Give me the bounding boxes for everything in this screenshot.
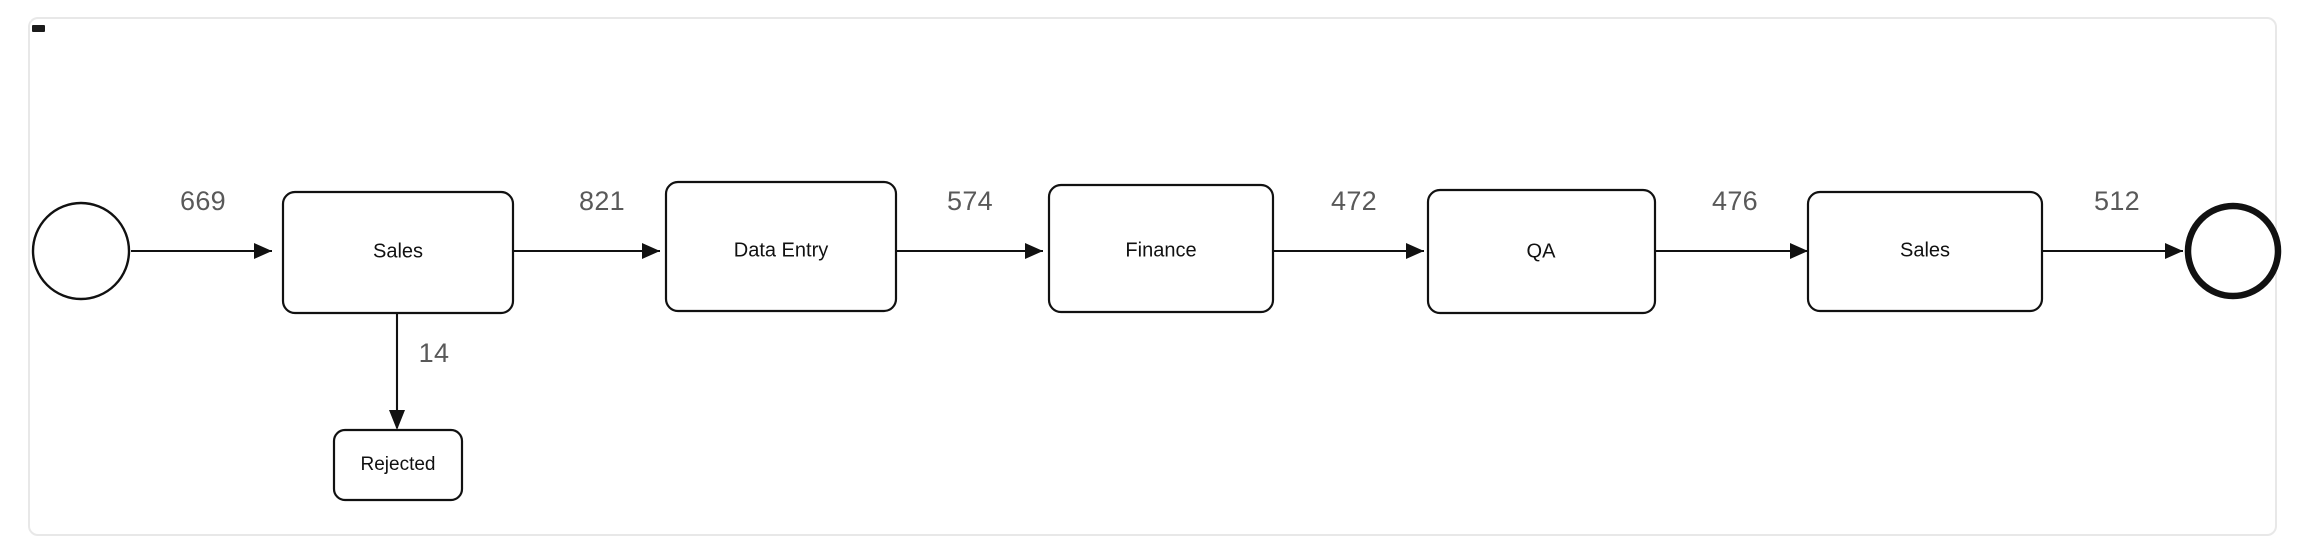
node-data-entry-label: Data Entry — [734, 239, 828, 261]
edge-sales1-to-rejected: 14 — [389, 313, 449, 430]
node-rejected-label: Rejected — [361, 454, 436, 475]
start-event-circle[interactable] — [31, 201, 131, 301]
edge-label-e3: 574 — [947, 186, 993, 216]
node-end-event[interactable] — [2184, 202, 2282, 300]
arrowhead-icon — [1025, 243, 1043, 259]
arrowhead-icon — [1790, 243, 1808, 259]
node-rejected-box[interactable] — [332, 428, 464, 502]
arrowhead-icon — [642, 243, 660, 259]
end-event-circle[interactable] — [2184, 202, 2282, 300]
arrowhead-icon — [389, 410, 405, 430]
node-data-entry-box[interactable] — [664, 180, 898, 313]
node-sales-2-label: Sales — [1900, 239, 1950, 261]
edge-label-e6: 512 — [2094, 186, 2140, 216]
arrowhead-icon — [1406, 243, 1424, 259]
corner-marker-icon — [32, 25, 45, 32]
node-sales-1-box[interactable] — [281, 190, 515, 315]
edge-label-e2: 821 — [579, 186, 625, 216]
edge-sales1-to-dataentry: 821 — [513, 186, 660, 259]
node-start-event[interactable] — [31, 201, 131, 301]
edge-qa-to-sales2: 476 — [1655, 186, 1808, 259]
node-sales-2-box[interactable] — [1806, 190, 2044, 313]
node-qa-box[interactable] — [1426, 188, 1657, 315]
node-sales-2[interactable]: Sales — [1806, 190, 2044, 313]
arrowhead-icon — [2165, 243, 2183, 259]
arrowhead-icon — [254, 243, 272, 259]
node-data-entry[interactable]: Data Entry — [664, 180, 898, 313]
node-sales-1-label: Sales — [373, 240, 423, 262]
node-finance[interactable]: Finance — [1047, 183, 1275, 314]
edge-label-e1: 669 — [180, 186, 226, 216]
node-sales-1[interactable]: Sales — [281, 190, 515, 315]
node-finance-box[interactable] — [1047, 183, 1275, 314]
edge-label-e4: 472 — [1331, 186, 1377, 216]
edge-finance-to-qa: 472 — [1273, 186, 1424, 259]
edge-start-to-sales1: 669 — [131, 186, 272, 259]
edge-dataentry-to-finance: 574 — [896, 186, 1043, 259]
edge-label-e5: 476 — [1712, 186, 1758, 216]
node-qa[interactable]: QA — [1426, 188, 1657, 315]
edge-label-e7: 14 — [419, 338, 450, 368]
node-finance-label: Finance — [1125, 239, 1196, 261]
node-rejected[interactable]: Rejected — [332, 428, 464, 502]
edge-sales2-to-end: 512 — [2042, 186, 2183, 259]
node-qa-label: QA — [1527, 240, 1557, 262]
